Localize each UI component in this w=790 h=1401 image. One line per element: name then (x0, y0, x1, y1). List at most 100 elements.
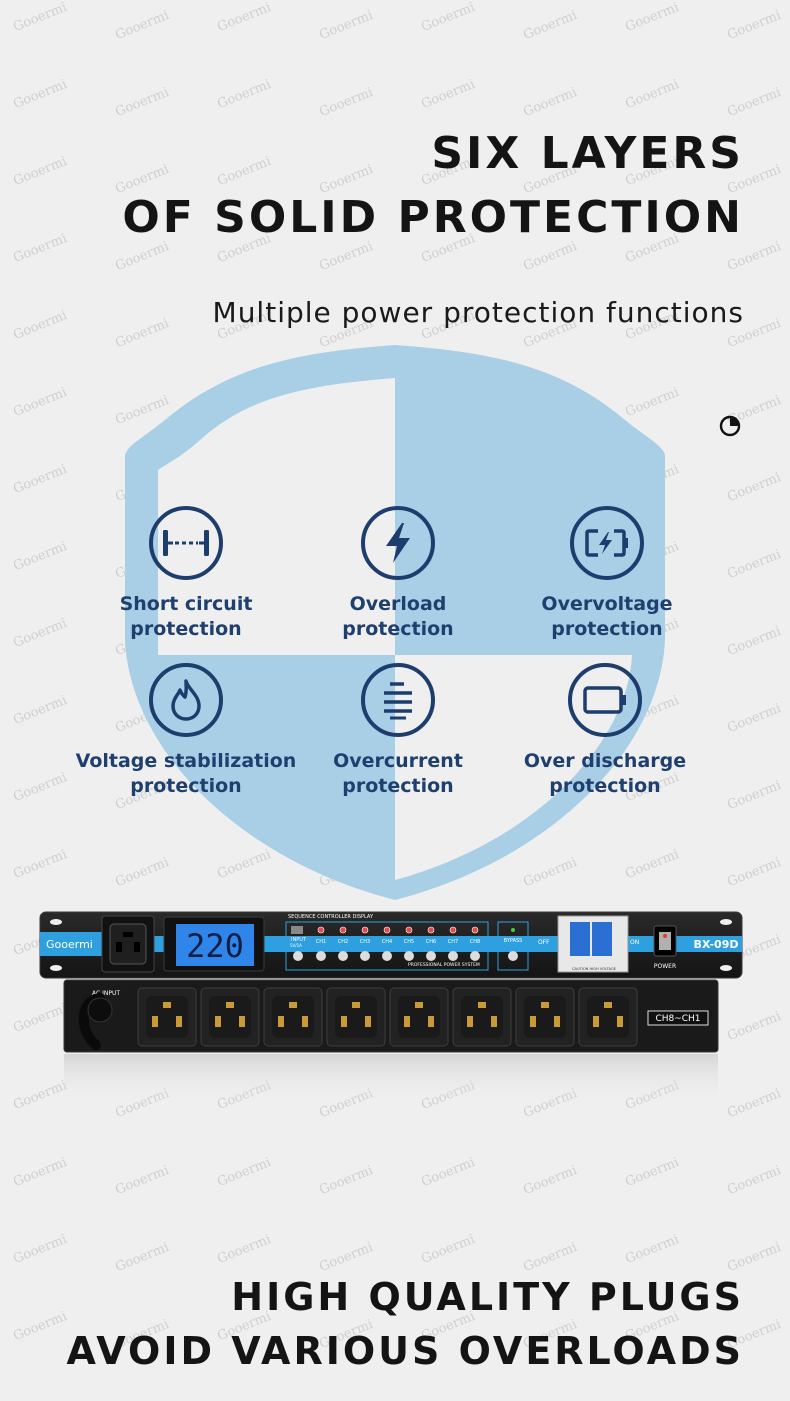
rear-socket (515, 987, 575, 1047)
feature-line-1: Short circuit (119, 593, 253, 615)
watermark-text: Gooermi (11, 1154, 70, 1191)
channel-label: CH8 (470, 939, 480, 945)
footer-line-2: AVOID VARIOUS OVERLOADS (66, 1329, 744, 1373)
page-headline: SIX LAYERS OF SOLID PROTECTION (122, 122, 744, 250)
channel-led (405, 926, 413, 934)
headline-line-1: SIX LAYERS (431, 128, 744, 179)
watermark-text: Gooermi (11, 1231, 70, 1268)
rear-socket (578, 987, 638, 1047)
channel-button[interactable] (382, 951, 392, 961)
channel-label: CH7 (448, 939, 458, 945)
empty-battery-icon (568, 663, 642, 737)
feature-line-2: protection (130, 618, 242, 640)
watermark-text: Gooermi (317, 1162, 376, 1199)
feature-line-2: protection (130, 775, 242, 797)
watermark-text: Gooermi (11, 1308, 70, 1345)
brand-logo: Gooermi (46, 938, 93, 951)
rear-socket (263, 987, 323, 1047)
feature-line-1: Overvoltage (541, 593, 673, 615)
footer-line-1: HIGH QUALITY PLUGS (231, 1275, 744, 1319)
feature-label: Short circuit protection (66, 592, 306, 642)
channel-led (317, 926, 325, 934)
channel-label: CH6 (426, 939, 436, 945)
feature-label: Over discharge protection (485, 749, 725, 799)
footer-headline: HIGH QUALITY PLUGS AVOID VARIOUS OVERLOA… (66, 1270, 744, 1378)
channel-button[interactable] (338, 951, 348, 961)
bypass-label: BYPASS (504, 938, 523, 944)
channel-led (361, 926, 369, 934)
feature-line-2: protection (342, 618, 454, 640)
off-label: OFF (538, 939, 550, 946)
on-label: ON (630, 939, 639, 946)
channel-button[interactable] (404, 951, 414, 961)
channel-button[interactable] (360, 951, 370, 961)
channel-led (471, 926, 479, 934)
channel-indicators: CH1 CH2 CH3 CH4 CH5 CH6 CH7 CH8 (316, 926, 480, 961)
flame-icon (149, 663, 223, 737)
model-label: BX-09D (694, 938, 739, 951)
breaker-warning: CAUTION HIGH VOLTAGE (572, 967, 617, 971)
lightning-icon (361, 506, 435, 580)
feature-overload: Overload protection (278, 506, 518, 642)
feature-label: Overcurrent protection (278, 749, 518, 799)
feature-line-1: Over discharge (523, 750, 687, 772)
channel-led (383, 926, 391, 934)
lines-icon (361, 663, 435, 737)
channel-button[interactable] (426, 951, 436, 961)
page-subheadline: Multiple power protection functions (212, 296, 744, 329)
channel-led (339, 926, 347, 934)
watermark-text: Gooermi (419, 1231, 478, 1268)
watermark-text: Gooermi (215, 1154, 274, 1191)
panel-title: SEQUENCE CONTROLLER DISPLAY (288, 914, 374, 920)
channel-label: CH2 (338, 939, 348, 945)
feature-line-2: protection (549, 775, 661, 797)
watermark-text: Gooermi (725, 1162, 784, 1199)
power-label: POWER (654, 963, 676, 970)
channel-label: CH5 (404, 939, 414, 945)
feature-short-circuit: Short circuit protection (66, 506, 306, 642)
feature-over-discharge: Over discharge protection (485, 663, 725, 799)
feature-line-1: Overload (349, 593, 447, 615)
feature-voltage-stabilization: Voltage stabilization protection (66, 663, 306, 799)
ac-input-label: AC INPUT (92, 990, 120, 997)
feature-overcurrent: Overcurrent protection (278, 663, 518, 799)
rear-socket (389, 987, 449, 1047)
rear-socket (137, 987, 197, 1047)
channel-label: CH4 (382, 939, 392, 945)
watermark-text: Gooermi (623, 1154, 682, 1191)
rear-socket-row (137, 987, 638, 1047)
usb-label: INPUT (291, 937, 307, 943)
charging-battery-icon (570, 506, 644, 580)
feature-label: Voltage stabilization protection (66, 749, 306, 799)
channel-button[interactable] (316, 951, 326, 961)
channel-led (449, 926, 457, 934)
feature-line-2: protection (342, 775, 454, 797)
channel-button[interactable] (448, 951, 458, 961)
feature-label: Overvoltage protection (487, 592, 727, 642)
pie-chart-icon (719, 415, 741, 437)
feature-label: Overload protection (278, 592, 518, 642)
usb-spec: 5V/1A (290, 943, 302, 948)
rear-socket (200, 987, 260, 1047)
power-sequencer-device: Gooermi 220 SEQUENCE CONTROLLER DISPLAY … (39, 911, 743, 1104)
watermark-text: Gooermi (521, 1162, 580, 1199)
watermark-text: Gooermi (623, 1231, 682, 1268)
headline-line-2: OF SOLID PROTECTION (122, 192, 744, 243)
channel-label: CH1 (316, 939, 326, 945)
watermark-text: Gooermi (419, 1154, 478, 1191)
feature-overvoltage: Overvoltage protection (487, 506, 727, 642)
watermark-text: Gooermi (113, 1162, 172, 1199)
channel-label: CH3 (360, 939, 370, 945)
feature-line-1: Voltage stabilization (75, 750, 297, 772)
battery-terminal-icon (149, 506, 223, 580)
channel-order-label: CH8~CH1 (655, 1014, 700, 1024)
rear-socket (326, 987, 386, 1047)
voltage-display: 220 (186, 927, 244, 965)
channel-button[interactable] (470, 951, 480, 961)
feature-line-1: Overcurrent (333, 750, 463, 772)
channel-led (427, 926, 435, 934)
watermark-text: Gooermi (215, 1231, 274, 1268)
feature-line-2: protection (551, 618, 663, 640)
rear-socket (452, 987, 512, 1047)
panel-subtitle: PROFESSIONAL POWER SYSTEM (408, 962, 480, 968)
